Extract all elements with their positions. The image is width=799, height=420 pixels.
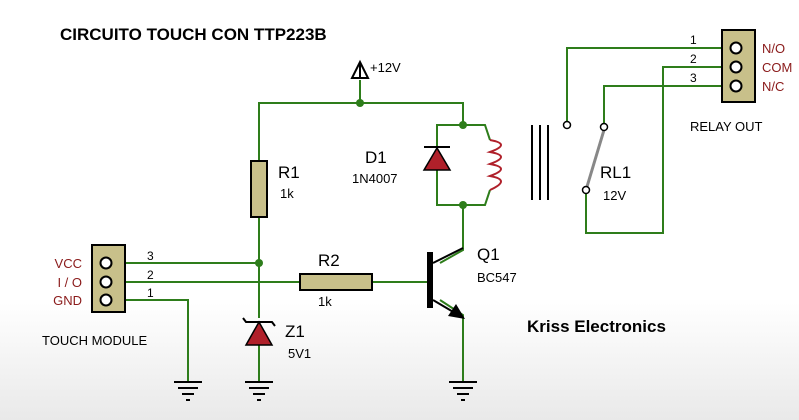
relay-pin-2-num: 2 [690,52,697,66]
d1-value: 1N4007 [352,171,398,186]
wire-coil-bottom [463,189,491,206]
relay-out-label: RELAY OUT [690,119,763,134]
relay-core [531,125,549,200]
r2-ref: R2 [318,251,340,270]
transistor-q1 [425,247,465,319]
rl1-ref: RL1 [600,163,631,182]
z1-value: 5V1 [288,346,311,361]
wires [125,47,722,382]
relay-pin-3-num: 3 [690,71,697,85]
relay-switch-icon [562,120,609,195]
rl1-value: 12V [603,188,626,203]
relay-pin-1-name: N/O [762,41,785,56]
ground-icon-module [174,381,202,401]
relay-pin-1-num: 1 [690,33,697,47]
supply-arrow-icon [350,59,370,79]
touch-pin-2-name: I / O [57,275,82,290]
wire-collector [439,205,464,264]
wire-nc [603,85,722,125]
junction-bottom [459,201,467,209]
touch-module-connector [91,244,126,313]
d1-ref: D1 [365,148,387,167]
relay-pin-3-name: N/C [762,79,784,94]
resistor-r1 [250,160,268,218]
wire-no [566,47,722,125]
relay-pin-2-name: COM [762,60,792,75]
touch-pin-2-num: 2 [147,268,154,282]
q1-value: BC547 [477,270,517,285]
diagram-title: CIRCUITO TOUCH CON TTP223B [60,25,327,44]
wire-diode-bottom [436,170,463,206]
z1-ref: Z1 [285,322,305,341]
r1-ref: R1 [278,163,300,182]
touch-pin-1-num: 1 [147,286,154,300]
r2-value: 1k [318,294,332,309]
r1-value: 1k [280,186,294,201]
diode-d1 [422,146,452,171]
wire-gnd [125,299,189,382]
resistor-r2 [299,273,373,291]
wire-12v-rail [258,102,464,161]
junction-node [255,259,263,267]
junction-top [459,121,467,129]
wire-com [585,66,722,234]
touch-pin-1-name: GND [53,293,82,308]
ground-icon-zener [245,381,273,401]
junction-supply [356,99,364,107]
touch-pin-3-name: VCC [55,256,82,271]
wire-coil-top [463,124,491,141]
relay-coil-icon [486,139,502,191]
ground-icon-emitter [449,381,477,401]
wire-emitter [439,299,464,382]
junctions [255,99,467,267]
touch-module-label: TOUCH MODULE [42,333,148,348]
supply-label: +12V [370,60,401,75]
brand-label: Kriss Electronics [527,317,666,336]
touch-pin-3-num: 3 [147,249,154,263]
relay-out-connector [721,29,756,103]
zener-diode-z1 [242,317,276,346]
q1-ref: Q1 [477,245,500,264]
wire-diode-top [436,124,463,147]
